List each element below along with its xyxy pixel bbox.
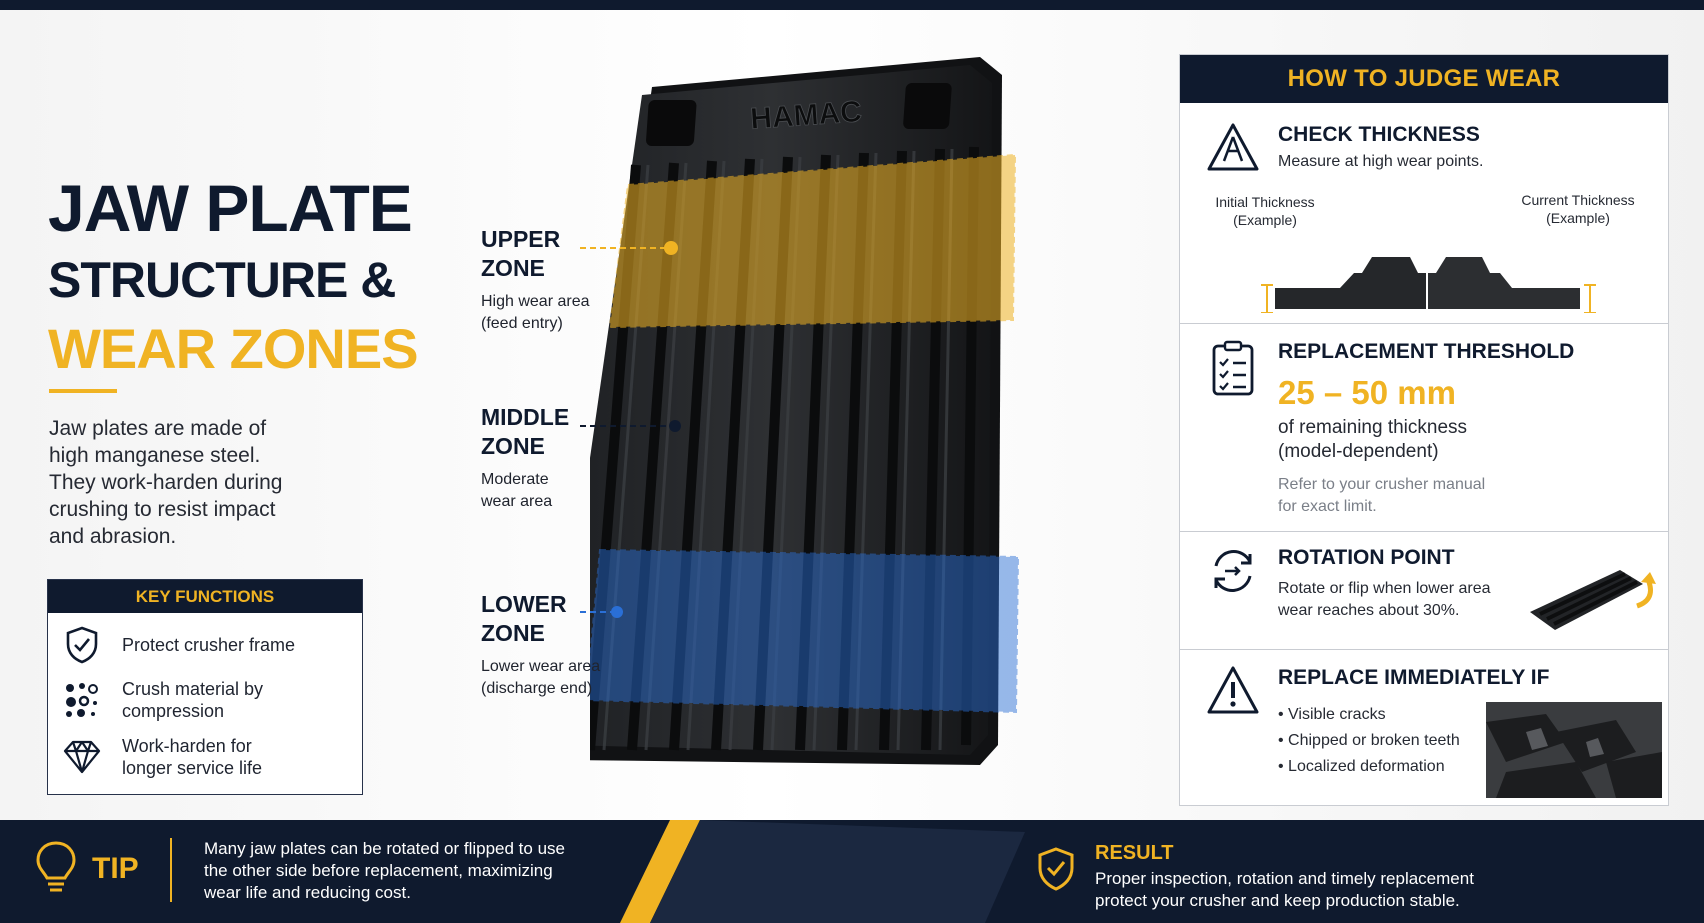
zone-description-line: (feed entry) bbox=[481, 315, 563, 332]
tip-text: Many jaw plates can be rotated or flippe… bbox=[204, 838, 565, 904]
zone-description: Moderate wear area bbox=[481, 469, 569, 513]
replace-bullet: • Chipped or broken teeth bbox=[1278, 732, 1460, 749]
shield-check-icon bbox=[62, 625, 102, 665]
key-function-item: Protect crusher frame bbox=[48, 625, 362, 665]
particles-icon bbox=[62, 680, 102, 720]
page-title: JAW PLATE STRUCTURE & WEAR ZONES bbox=[48, 171, 419, 380]
zone-title: UPPER bbox=[481, 226, 561, 252]
rotation-text-line: wear reaches about 30%. bbox=[1278, 602, 1460, 619]
bottom-bar: TIP Many jaw plates can be rotated or fl… bbox=[0, 820, 1704, 923]
rotate-icon bbox=[1206, 544, 1260, 598]
upper-zone-label: UPPER ZONE High wear area (feed entry) bbox=[481, 225, 590, 335]
zone-connectors bbox=[580, 241, 681, 618]
zone-title: ZONE bbox=[481, 620, 545, 646]
threshold-note: Refer to your crusher manual for exact l… bbox=[1278, 474, 1485, 518]
replace-bullet: • Localized deformation bbox=[1278, 758, 1445, 775]
zone-title: LOWER bbox=[481, 591, 567, 617]
result-text-line: protect your crusher and keep production… bbox=[1095, 891, 1460, 910]
zone-description-line: High wear area bbox=[481, 293, 590, 310]
title-line-1: JAW PLATE bbox=[48, 171, 413, 245]
threshold-note-line: for exact limit. bbox=[1278, 498, 1377, 515]
replace-bullets: • Visible cracks • Chipped or broken tee… bbox=[1278, 702, 1460, 780]
check-thickness-text: Measure at high wear points. bbox=[1278, 153, 1484, 170]
result-label: RESULT bbox=[1095, 842, 1174, 864]
replace-bullet: • Visible cracks bbox=[1278, 706, 1386, 723]
flipped-plate-thumbnail bbox=[1530, 570, 1656, 630]
rotation-point-section: ROTATION POINT Rotate or flip when lower… bbox=[1180, 531, 1668, 650]
zone-title: ZONE bbox=[481, 433, 545, 459]
judge-wear-panel: HOW TO JUDGE WEAR CHECK THICKNESS Measur… bbox=[1179, 54, 1669, 806]
rotation-title: ROTATION POINT bbox=[1278, 546, 1455, 569]
result-text: Proper inspection, rotation and timely r… bbox=[1095, 868, 1474, 912]
zone-title: MIDDLE bbox=[481, 404, 570, 430]
current-thickness-line: (Example) bbox=[1546, 210, 1610, 226]
key-functions-heading: KEY FUNCTIONS bbox=[48, 580, 362, 613]
key-function-label: Protect crusher frame bbox=[122, 635, 296, 655]
lightbulb-icon bbox=[34, 840, 78, 901]
zone-description: High wear area (feed entry) bbox=[481, 291, 590, 335]
zone-description-line: (discharge end) bbox=[481, 680, 593, 697]
jaw-plate-illustration: HAMAC bbox=[552, 55, 1100, 785]
middle-zone-label: MIDDLE ZONE Moderate wear area bbox=[481, 403, 569, 513]
check-thickness-title: CHECK THICKNESS bbox=[1278, 123, 1480, 146]
replace-title: REPLACE IMMEDIATELY IF bbox=[1278, 666, 1550, 689]
title-line-2: STRUCTURE & bbox=[48, 252, 396, 308]
tip-divider bbox=[170, 838, 172, 902]
result-text-line: Proper inspection, rotation and timely r… bbox=[1095, 869, 1474, 888]
zone-description-line: wear area bbox=[481, 493, 553, 510]
zone-title: ZONE bbox=[481, 255, 545, 281]
key-functions-box: KEY FUNCTIONS Protect crusher frame Crus… bbox=[47, 579, 363, 795]
warning-triangle-icon bbox=[1206, 121, 1260, 175]
intro-text: Jaw plates are made of high manganese st… bbox=[49, 417, 283, 548]
zone-description-line: Moderate bbox=[481, 471, 549, 488]
initial-thickness-label: Initial Thickness (Example) bbox=[1206, 193, 1324, 229]
threshold-text-line: of remaining thickness bbox=[1278, 417, 1468, 438]
threshold-text-line: (model-dependent) bbox=[1278, 441, 1439, 462]
rotation-text-line: Rotate or flip when lower area bbox=[1278, 580, 1491, 597]
tip-text-line: Many jaw plates can be rotated or flippe… bbox=[204, 839, 565, 858]
damaged-teeth-photo bbox=[1486, 702, 1662, 798]
judge-wear-heading: HOW TO JUDGE WEAR bbox=[1180, 55, 1668, 103]
thickness-diagram bbox=[1261, 257, 1596, 313]
title-line-3: WEAR ZONES bbox=[48, 317, 419, 380]
lower-zone-overlay bbox=[584, 548, 1020, 714]
upper-zone-overlay bbox=[608, 153, 1017, 329]
current-thickness-line: Current Thickness bbox=[1521, 192, 1635, 208]
threshold-note-line: Refer to your crusher manual bbox=[1278, 476, 1486, 493]
top-bar bbox=[0, 0, 1704, 10]
checklist-icon bbox=[1206, 340, 1260, 396]
threshold-value: 25 – 50 mm bbox=[1278, 374, 1456, 411]
threshold-text: of remaining thickness (model-dependent) bbox=[1278, 416, 1467, 464]
key-function-item: Crush material by compression bbox=[48, 678, 362, 722]
zone-description: Lower wear area (discharge end) bbox=[481, 656, 600, 700]
key-function-label: Crush material by compression bbox=[122, 679, 264, 721]
lower-zone-label: LOWER ZONE Lower wear area (discharge en… bbox=[481, 590, 600, 700]
diamond-icon bbox=[62, 737, 102, 777]
tip-text-line: wear life and reducing cost. bbox=[204, 883, 411, 902]
plate-brand: HAMAC bbox=[749, 95, 863, 136]
key-function-item: Work-harden for longer service life bbox=[48, 735, 362, 779]
key-function-label: Work-harden for longer service life bbox=[122, 736, 263, 778]
threshold-title: REPLACEMENT THRESHOLD bbox=[1278, 340, 1575, 363]
zone-description-line: Lower wear area bbox=[481, 658, 601, 675]
tip-text-line: the other side before replacement, maxim… bbox=[204, 861, 553, 880]
initial-thickness-line: Initial Thickness bbox=[1215, 194, 1315, 210]
initial-thickness-line: (Example) bbox=[1233, 212, 1297, 228]
replacement-threshold-section: REPLACEMENT THRESHOLD 25 – 50 mm of rema… bbox=[1180, 323, 1668, 532]
tip-label: TIP bbox=[92, 852, 139, 885]
check-thickness-section: CHECK THICKNESS Measure at high wear poi… bbox=[1180, 103, 1668, 321]
replace-immediately-section: REPLACE IMMEDIATELY IF • Visible cracks … bbox=[1180, 649, 1668, 806]
shield-check-icon bbox=[1036, 846, 1076, 897]
rotation-text: Rotate or flip when lower area wear reac… bbox=[1278, 578, 1491, 622]
current-thickness-label: Current Thickness (Example) bbox=[1513, 191, 1643, 227]
title-underline bbox=[49, 389, 117, 393]
alert-triangle-icon bbox=[1206, 664, 1260, 718]
